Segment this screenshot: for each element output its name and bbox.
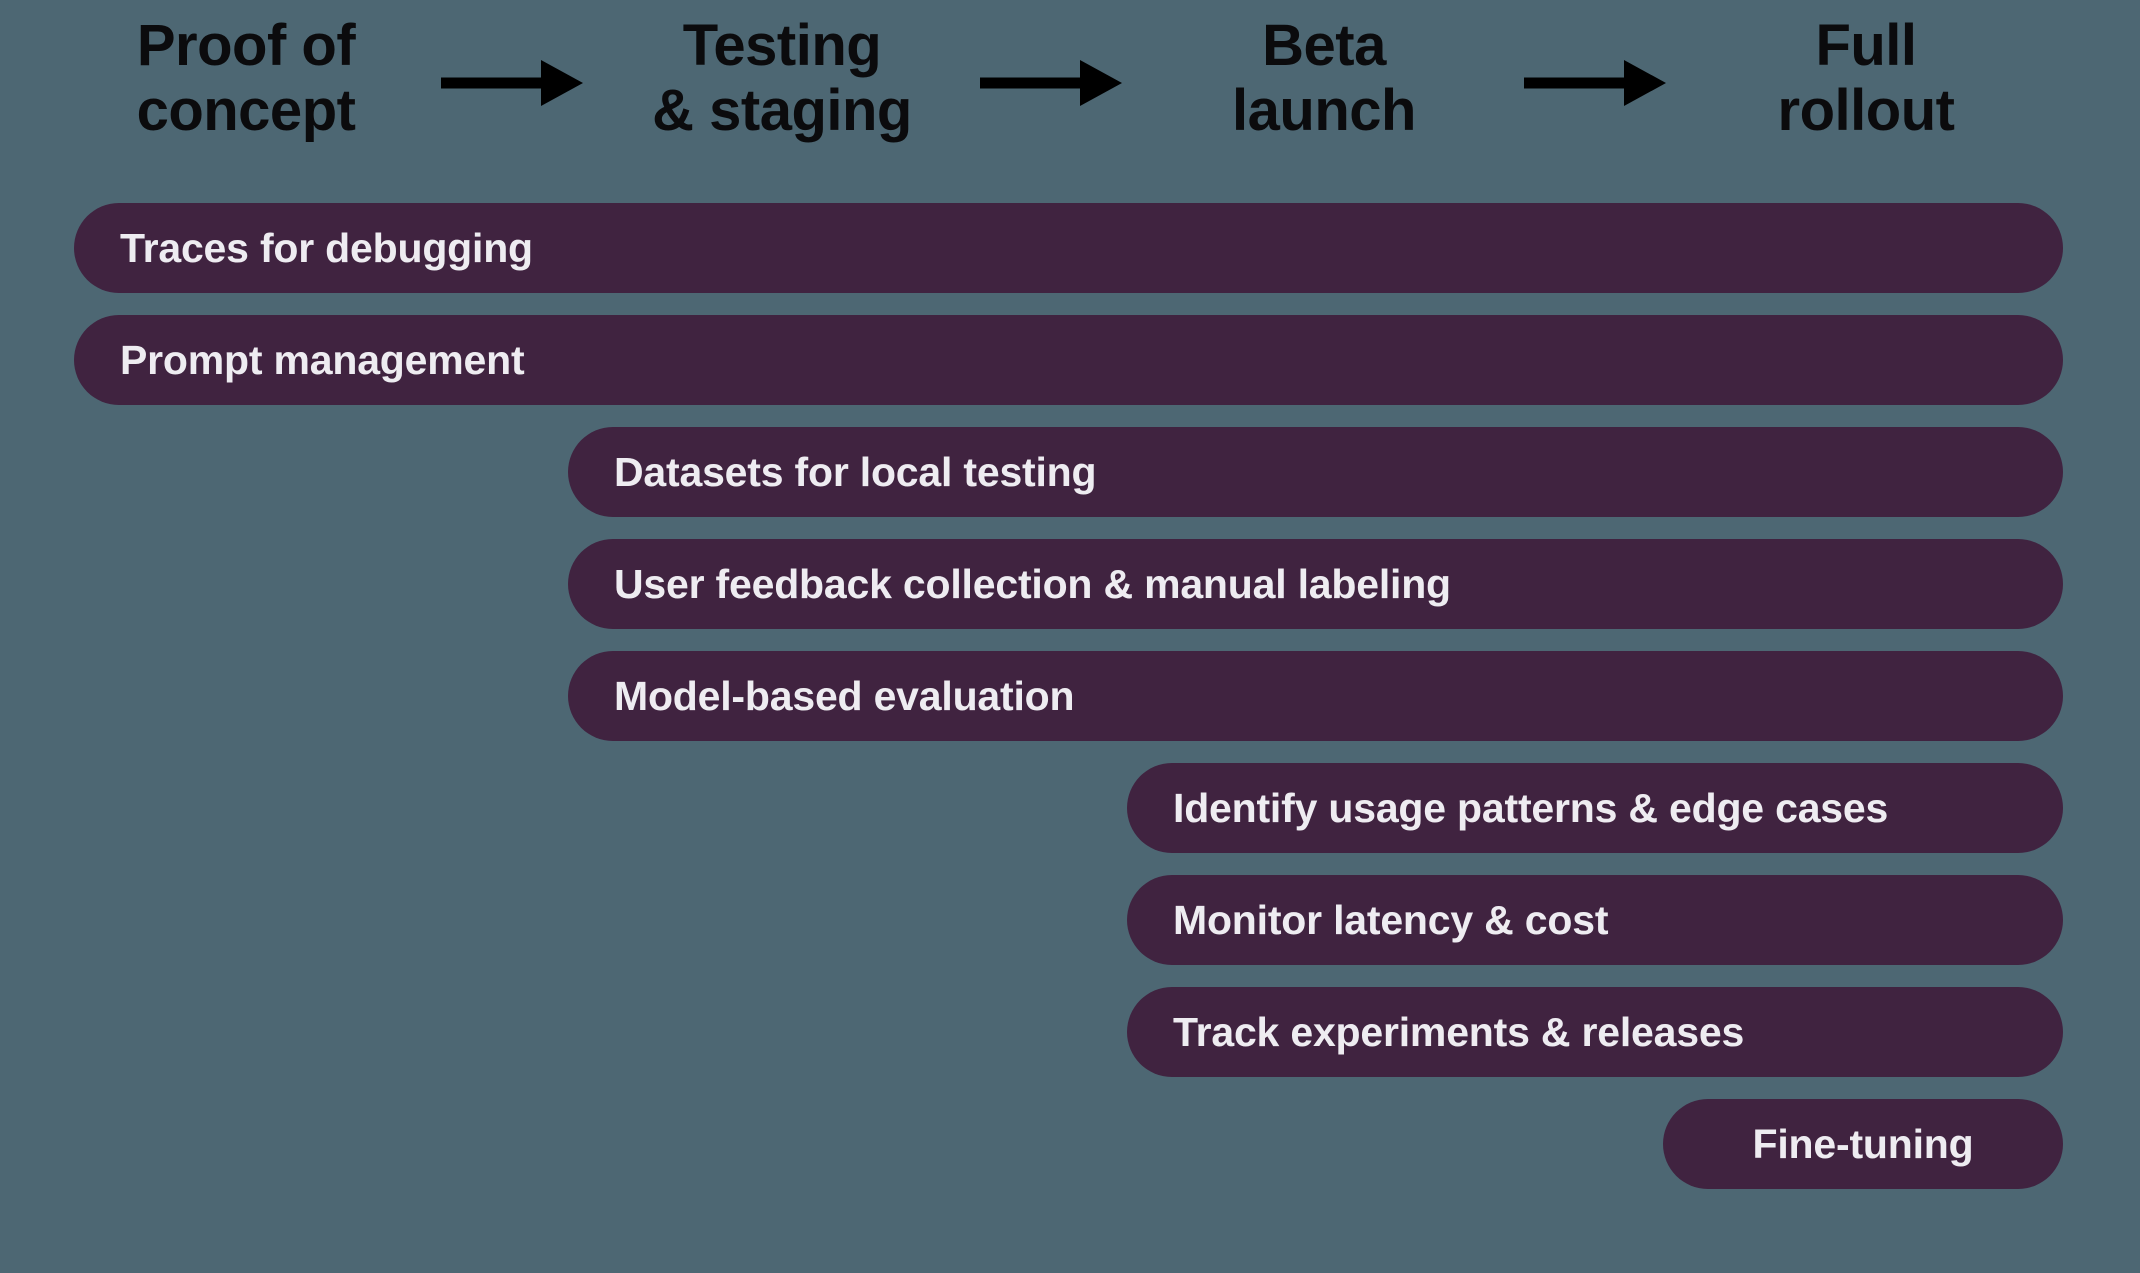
capability-bar-prompt-management[interactable]: Prompt management: [74, 315, 2063, 405]
arrow-right-icon-2: [980, 57, 1122, 109]
capability-bar-track-experiments-releases[interactable]: Track experiments & releases: [1127, 987, 2063, 1077]
arrow-right-icon-3: [1524, 57, 1666, 109]
capability-bar-identify-usage-patterns[interactable]: Identify usage patterns & edge cases: [1127, 763, 2063, 853]
capability-bar-label: Monitor latency & cost: [1173, 896, 1609, 943]
capability-bar-fine-tuning[interactable]: Fine-tuning: [1663, 1099, 2063, 1189]
stage-label-testing-staging: Testing & staging: [652, 13, 912, 143]
stage-label-proof-of-concept: Proof of concept: [136, 13, 356, 143]
capability-bar-label: Traces for debugging: [120, 224, 533, 271]
capability-bar-label: Datasets for local testing: [614, 448, 1097, 495]
capability-bar-traces-for-debugging[interactable]: Traces for debugging: [74, 203, 2063, 293]
capability-bar-model-based-evaluation[interactable]: Model-based evaluation: [568, 651, 2063, 741]
capability-bar-label: Identify usage patterns & edge cases: [1173, 784, 1889, 831]
capability-bar-label: Track experiments & releases: [1173, 1008, 1745, 1055]
capability-bar-label: User feedback collection & manual labeli…: [614, 560, 1451, 607]
capability-bar-user-feedback-collection[interactable]: User feedback collection & manual labeli…: [568, 539, 2063, 629]
stage-label-beta-launch: Beta launch: [1232, 13, 1416, 143]
capability-bar-label: Model-based evaluation: [614, 672, 1075, 719]
arrow-right-icon-1: [441, 57, 583, 109]
capability-bar-label: Prompt management: [120, 336, 525, 383]
capability-bar-monitor-latency-cost[interactable]: Monitor latency & cost: [1127, 875, 2063, 965]
capability-bar-label: Fine-tuning: [1752, 1120, 1974, 1167]
stage-label-full-rollout: Full rollout: [1777, 13, 1955, 143]
capability-bar-datasets-for-local-testing[interactable]: Datasets for local testing: [568, 427, 2063, 517]
